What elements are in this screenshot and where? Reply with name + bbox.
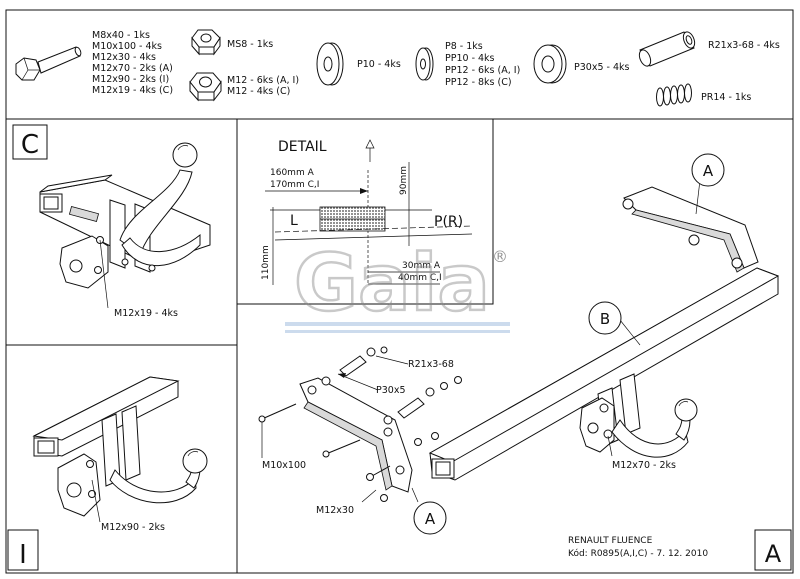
bolt-m12x19: M12x19 - 4ks (C) [92, 85, 173, 96]
m10-label: M10x100 [262, 460, 306, 471]
callout-a-upper: A [703, 162, 714, 180]
panel-i-drawing [32, 376, 208, 523]
panel-i-bolt-label: M12x90 - 2ks [101, 522, 165, 533]
gaia-logo-mark: ® [492, 247, 508, 266]
nut-ms8-icon [191, 29, 221, 56]
spacer-pair [321, 346, 462, 446]
drawing-code: Kód: R0895(A,I,C) - 7. 12. 2010 [568, 548, 708, 559]
panel-c: C M12x19 - 4ks [12, 124, 211, 319]
gaia-logo-text: Gaia [294, 239, 490, 329]
bolt-m8x40: M8x40 - 1ks [92, 30, 150, 41]
panel-a-letter: A [765, 540, 782, 568]
washer-p10-icon [316, 42, 344, 86]
washer-p30-icon [533, 44, 567, 84]
panel-c-letter-box [12, 124, 48, 160]
sheet-border [5, 9, 794, 574]
detail-dim-170: 170mm C,I [270, 180, 319, 190]
bolt-m12x30: M12x30 - 4ks [92, 52, 156, 63]
spring-label: PR14 - 1ks [701, 92, 751, 103]
panel-i: I M12x90 - 2ks [7, 376, 208, 571]
spring-icon [656, 83, 692, 107]
p30-label: P30x5 [376, 385, 405, 396]
callout-a-upper-circle [691, 153, 725, 187]
spacer-label: R21x3-68 - 4ks [708, 40, 780, 51]
detail-panel: DETAIL 160mm A 170mm C,I 90mm L P(R) 110… [236, 118, 494, 305]
bolt-icon [15, 46, 82, 81]
gaia-logo: Gaia ® [285, 238, 510, 333]
nut-m12-icon [189, 72, 222, 102]
washer-pp12-a-i: PP12 - 6ks (A, I) [445, 65, 520, 76]
m12x30-label: M12x30 [316, 505, 354, 516]
detail-border [236, 118, 494, 305]
washer-list: P8 - 1ks PP10 - 4ks PP12 - 6ks (A, I) PP… [445, 41, 520, 88]
panel-c-letter: C [21, 130, 39, 160]
bolt-m10x100: M10x100 - 4ks [92, 41, 162, 52]
detail-dim-30: 30mm A [402, 261, 441, 271]
spacer-tube-icon [638, 31, 696, 67]
bolt-m12x90: M12x90 - 2ks (I) [92, 74, 169, 85]
detail-dim-110: 110mm [261, 245, 271, 280]
callout-b-circle [588, 301, 622, 335]
callout-a-lower: A [425, 510, 436, 528]
panel-i-letter: I [19, 540, 27, 570]
nut-m12-label-a-i: M12 - 6ks (A, I) [227, 75, 299, 86]
detail-dim-90: 90mm [399, 166, 409, 195]
bolt-list: M8x40 - 1ks M10x100 - 4ks M12x30 - 4ks M… [92, 30, 173, 96]
callout-b: B [600, 310, 610, 328]
m12x30-bolts [366, 465, 391, 502]
main-assembly: A B R21x3-68 [258, 153, 780, 535]
panel-c-drawing [39, 142, 211, 309]
panel-i-letter-box [7, 529, 39, 571]
panel-a-letter-box [754, 529, 792, 571]
vehicle-model: RENAULT FLUENCE [568, 536, 653, 546]
bolt-m12x70: M12x70 - 2ks (A) [92, 63, 173, 74]
washer-p8: P8 - 1ks [445, 41, 483, 52]
detail-dim-160: 160mm A [270, 168, 315, 178]
m12x70-label: M12x70 - 2ks [612, 460, 676, 471]
washer-pp12-c: PP12 - 8ks (C) [445, 77, 512, 88]
washer-p30-label: P30x5 - 4ks [574, 62, 629, 73]
panel-c-bolt-label: M12x19 - 4ks [114, 308, 178, 319]
washer-p10-label: P10 - 4ks [357, 59, 401, 70]
washer-pp-icon [415, 47, 434, 81]
washer-pp10: PP10 - 4ks [445, 53, 495, 64]
detail-dim-40: 40mm C,I [398, 273, 442, 283]
nut-ms8-label: MS8 - 1ks [227, 39, 273, 50]
detail-label-pr: P(R) [434, 214, 463, 230]
detail-label-l: L [290, 213, 298, 229]
callout-a-lower-circle [413, 501, 447, 535]
r21-label: R21x3-68 [408, 359, 454, 370]
detail-title: DETAIL [278, 139, 327, 155]
nut-m12-label-c: M12 - 4ks (C) [227, 86, 290, 97]
